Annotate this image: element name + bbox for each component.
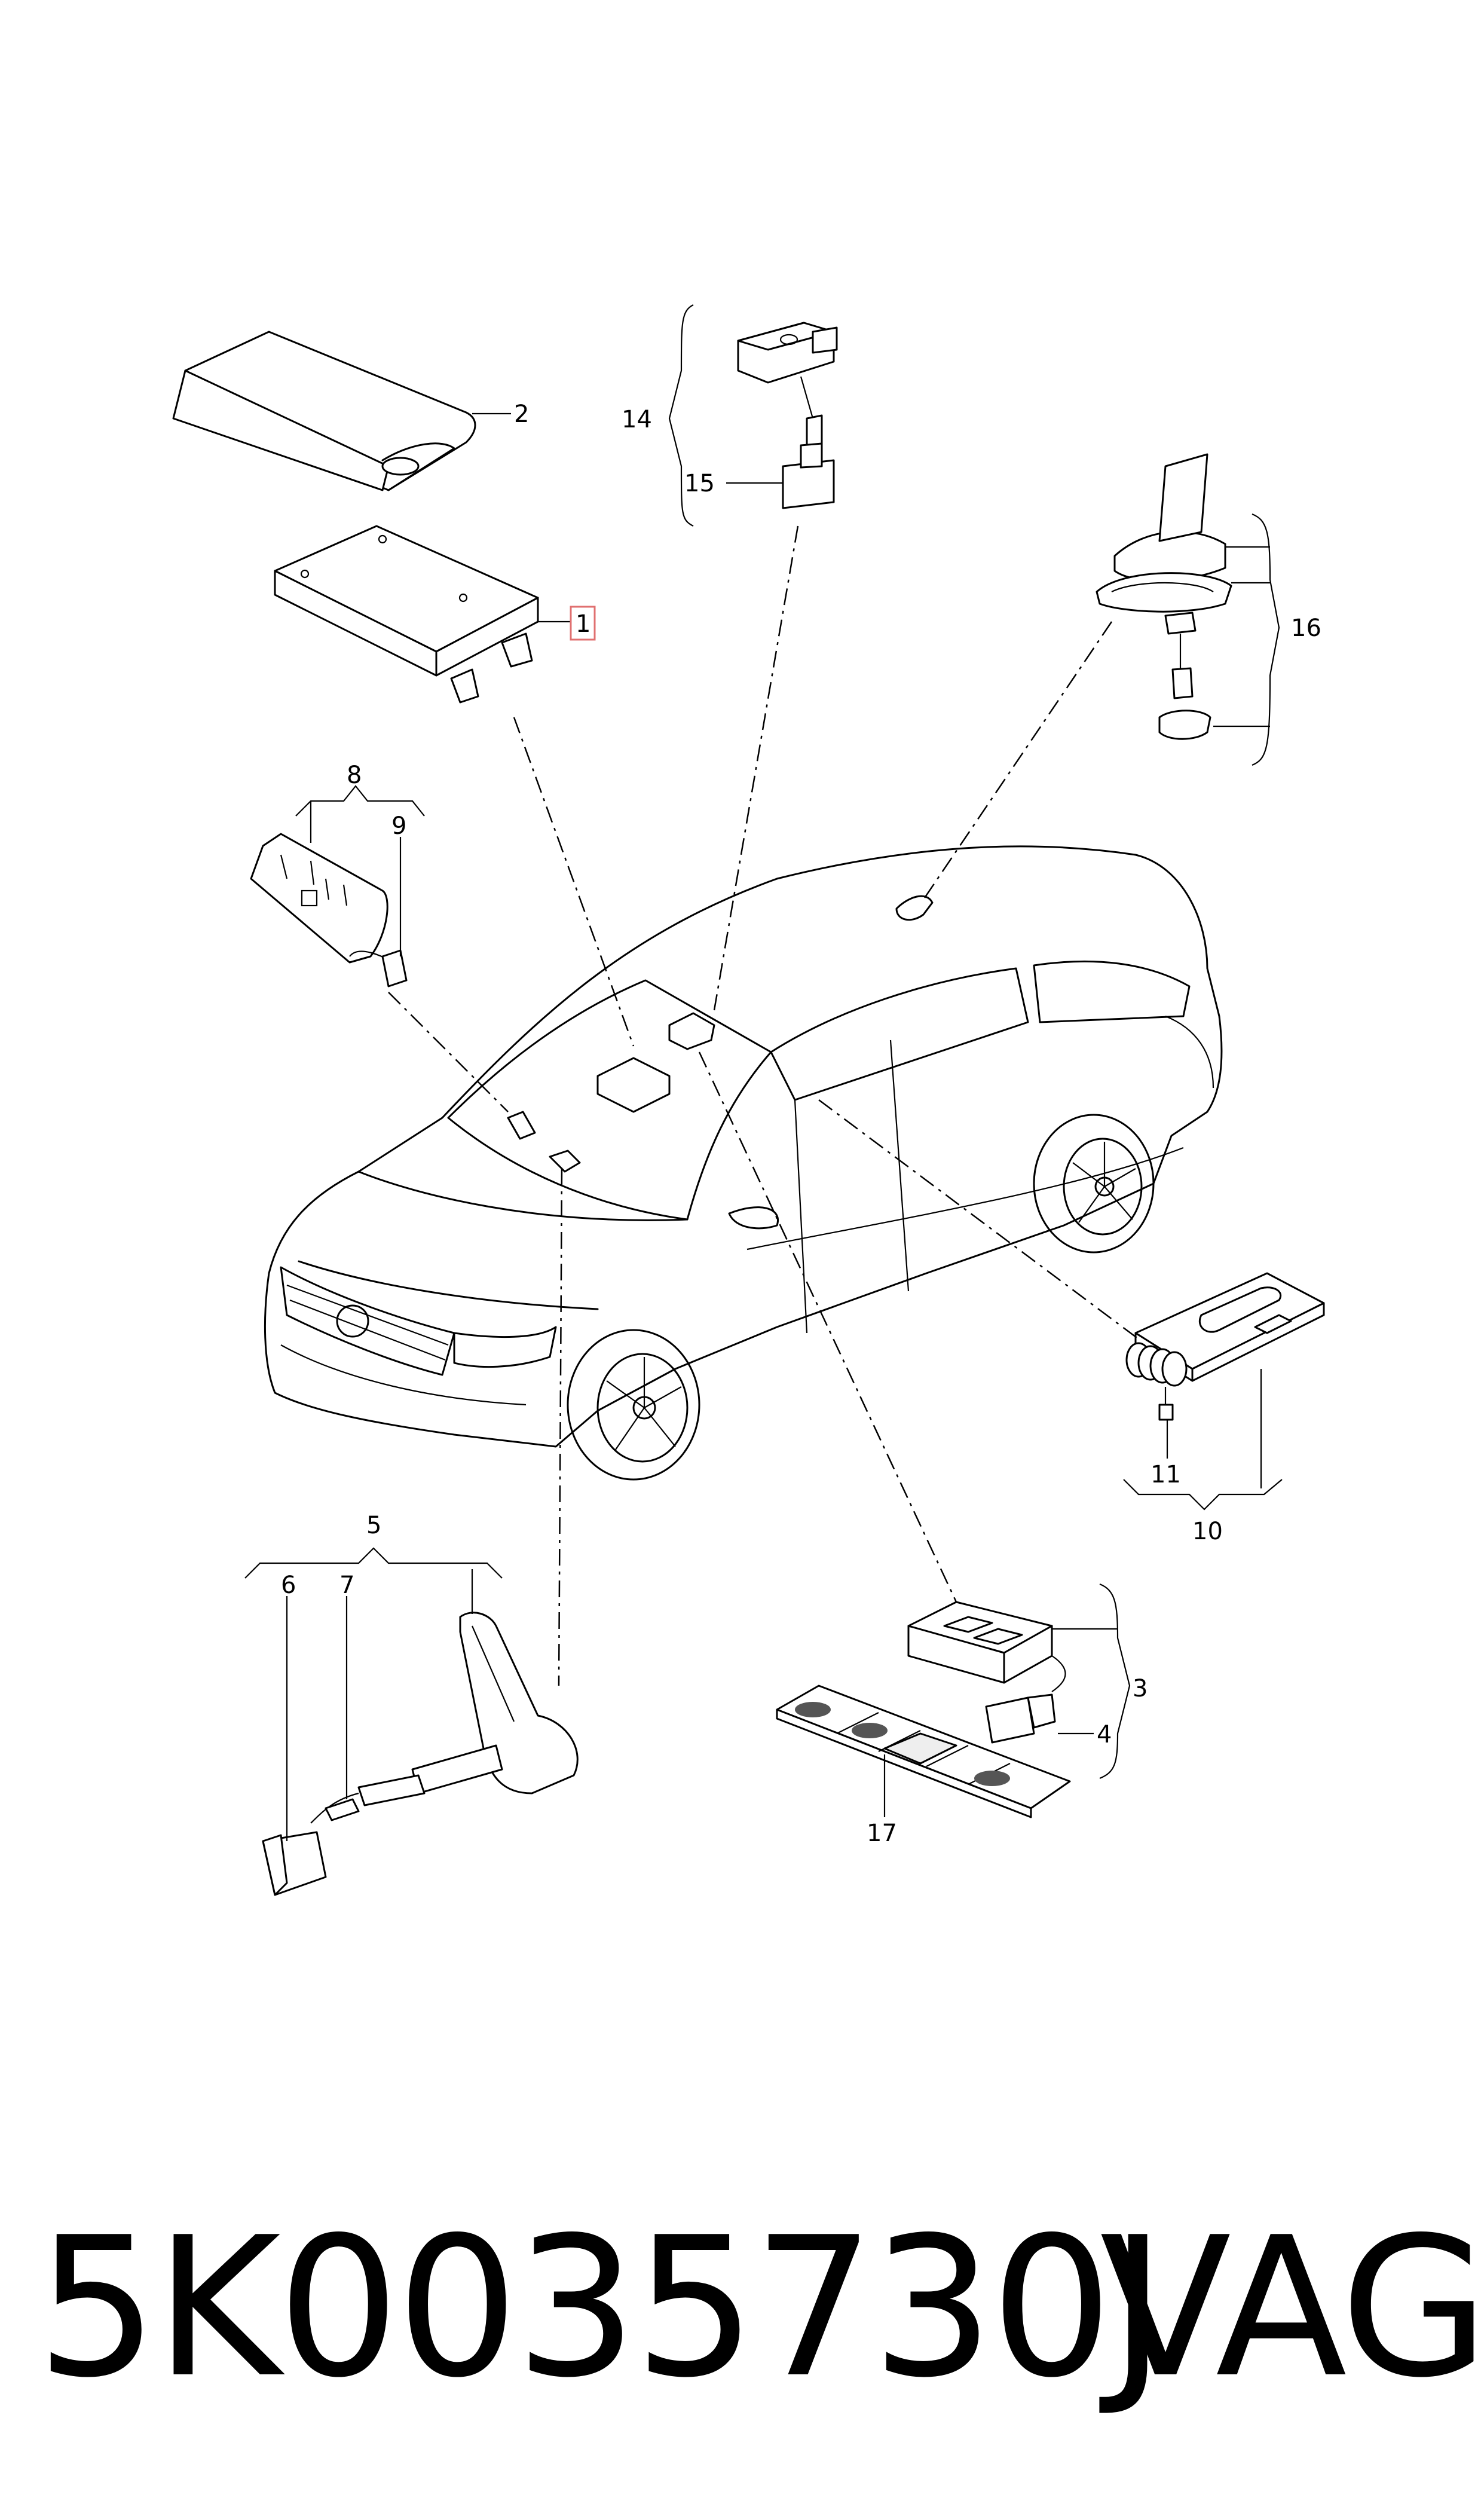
callout-1-highlight (570, 606, 596, 641)
part-2-cover (172, 331, 476, 491)
mounting-markers (507, 895, 934, 1173)
part-7-cable (310, 1792, 360, 1824)
callout-5: 5 (366, 1512, 381, 1539)
callout-1: 1 (576, 610, 590, 638)
callout-10: 10 (1192, 1518, 1223, 1545)
part-number: 5K0035730J (36, 2196, 1166, 2420)
part-3-module (907, 1601, 1066, 1692)
callout-4: 4 (1097, 1721, 1112, 1748)
part-15-connector (782, 442, 835, 509)
part-4-connector (985, 1693, 1056, 1744)
callout-6: 6 (281, 1572, 296, 1599)
callout-17: 17 (867, 1820, 897, 1847)
part-5-antenna-base (357, 1612, 579, 1806)
callout-16: 16 (1291, 615, 1321, 642)
part-14-sensor (737, 322, 838, 466)
part-16-antenna (1096, 453, 1232, 740)
part-10-bracket (1134, 1272, 1325, 1382)
part-17-adhesive-pad (776, 1685, 1071, 1818)
callout-7: 7 (339, 1572, 354, 1599)
callout-15: 15 (684, 470, 715, 497)
car-illustration (264, 845, 1223, 1481)
part-9-connector (381, 949, 408, 988)
callout-2: 2 (514, 401, 529, 428)
callout-labels: 1 2 3 4 5 6 7 8 9 10 11 14 15 16 17 (281, 401, 1321, 1847)
callout-3: 3 (1133, 1675, 1148, 1702)
callout-14: 14 (622, 406, 652, 433)
brand-label: VAG (1100, 2196, 1484, 2420)
leader-lines (388, 525, 1139, 1686)
callout-11: 11 (1151, 1461, 1181, 1488)
part-6-connector (262, 1831, 327, 1896)
part-1-control-unit (274, 525, 539, 704)
callout-9: 9 (391, 812, 406, 840)
part-8-receiver (250, 833, 395, 964)
part-11-coil (1125, 1342, 1188, 1421)
callout-8: 8 (347, 762, 362, 789)
